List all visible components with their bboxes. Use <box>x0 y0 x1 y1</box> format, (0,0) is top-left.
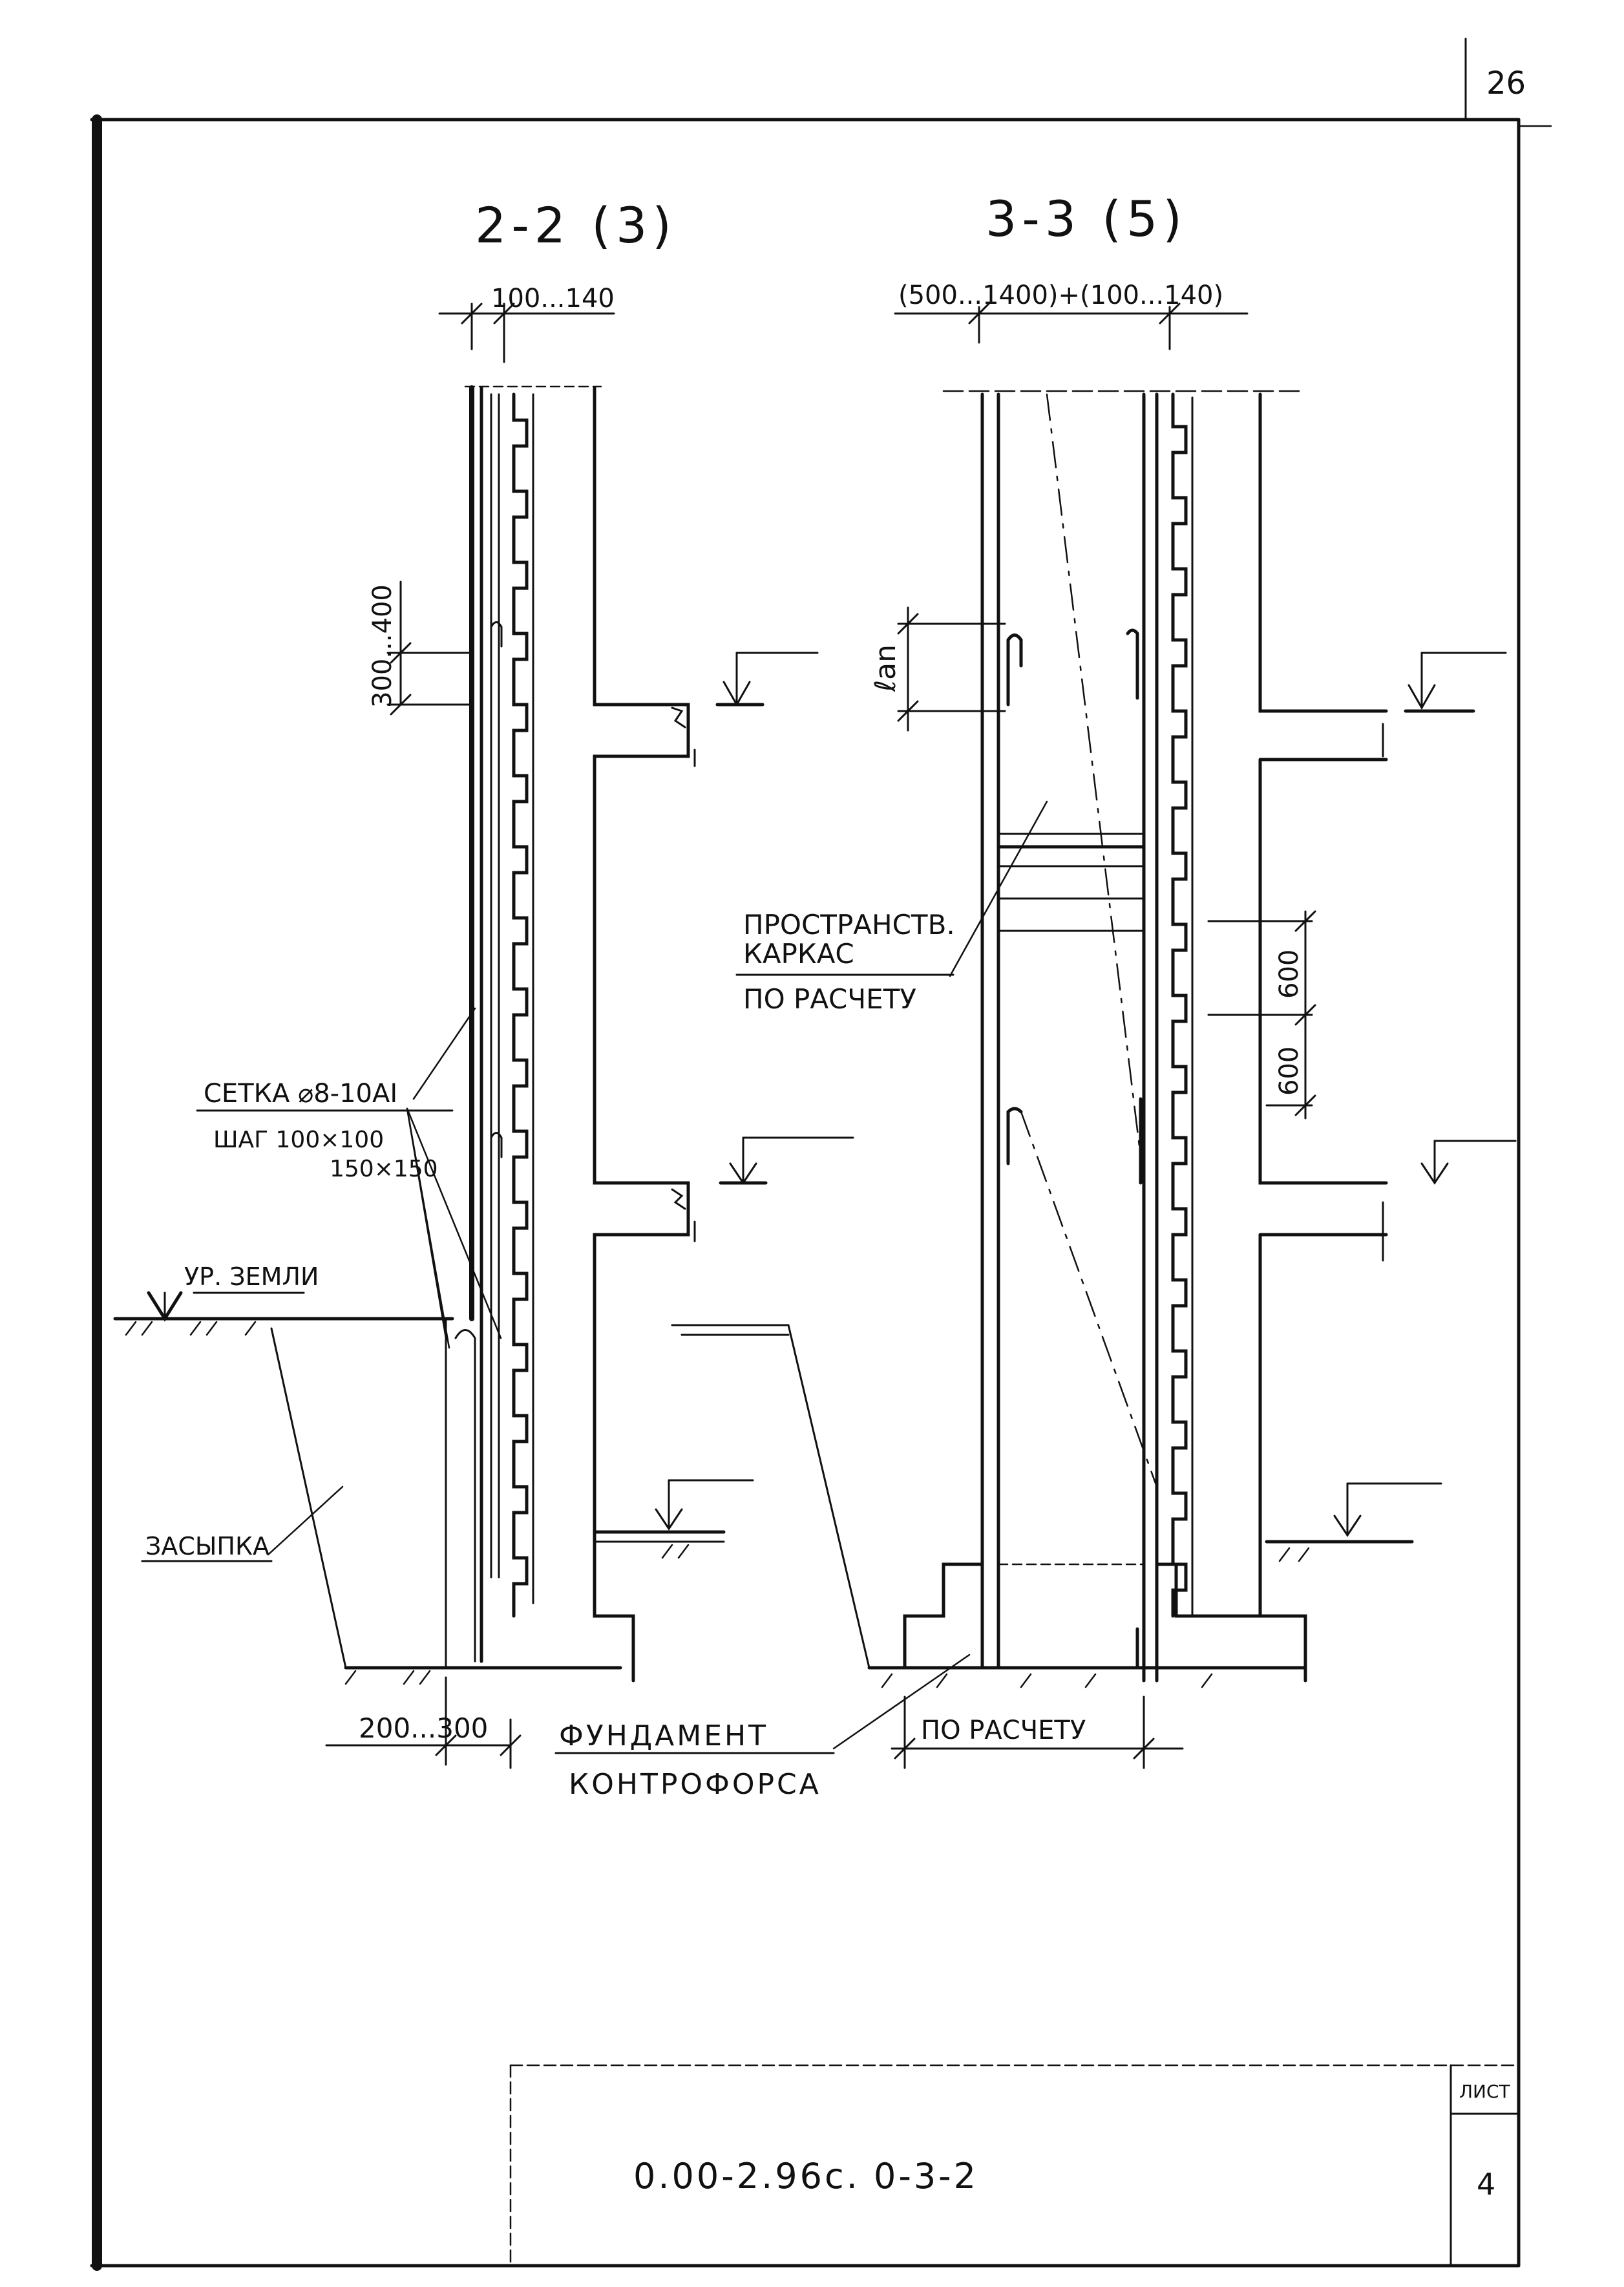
frame-label-line1: ПРОСТРАНСТВ. <box>743 909 955 941</box>
foundation-label-line1: ФУНДАМЕНТ <box>559 1719 768 1752</box>
dimension-bottom-right <box>891 1696 1184 1769</box>
sheet-frame <box>90 37 1552 2271</box>
frame-label-line2: КАРКАС <box>743 938 854 970</box>
dim-lan-label: ℓan <box>869 644 902 692</box>
dim-right-top-label: (500...1400)+(100...140) <box>898 281 1223 310</box>
section-2-2-drawing <box>113 385 854 1685</box>
sheet-number: 4 <box>1477 2167 1495 2202</box>
sheet-label: ЛИСТ <box>1459 2081 1511 2102</box>
dim-bottom-left-label: 200...300 <box>359 1712 488 1744</box>
document-code: 0.00-2.96с. 0-3-2 <box>633 2156 978 2197</box>
dim-bottom-right-label: ПО РАСЧЕТУ <box>921 1716 1086 1745</box>
section-title-2-2: 2-2 (3) <box>475 197 677 254</box>
dimension-bottom-left <box>325 1676 522 1769</box>
dim-left-top-label: 100...140 <box>491 284 615 314</box>
mesh-label-line2: ШАГ 100×100 <box>213 1127 384 1153</box>
section-3-3-drawing <box>671 390 1517 1750</box>
foundation-label-line2: КОНТРОФОРСА <box>569 1768 821 1801</box>
title-block <box>509 2064 1520 2267</box>
mesh-label-line1: СЕТКА ⌀8-10АI <box>204 1079 397 1109</box>
dimension-left-spacing <box>386 580 473 716</box>
page-number: 26 <box>1486 65 1526 101</box>
mesh-label-line3: 150×150 <box>330 1156 438 1182</box>
dim-600-a-label: 600 <box>1274 950 1304 999</box>
dimension-left-top <box>438 303 615 363</box>
ground-level-label: УР. ЗЕМЛИ <box>184 1262 319 1291</box>
dim-600-b-label: 600 <box>1274 1047 1304 1096</box>
dim-left-spacing-label: 300...400 <box>368 584 397 708</box>
section-title-3-3: 3-3 (5) <box>986 190 1187 248</box>
backfill-label: ЗАСЫПКА <box>145 1532 269 1560</box>
dimension-600-600 <box>1207 910 1316 1120</box>
dimension-lan <box>897 606 1006 732</box>
dimension-right-top <box>894 303 1249 350</box>
frame-label-line3: ПО РАСЧЕТУ <box>743 983 916 1015</box>
